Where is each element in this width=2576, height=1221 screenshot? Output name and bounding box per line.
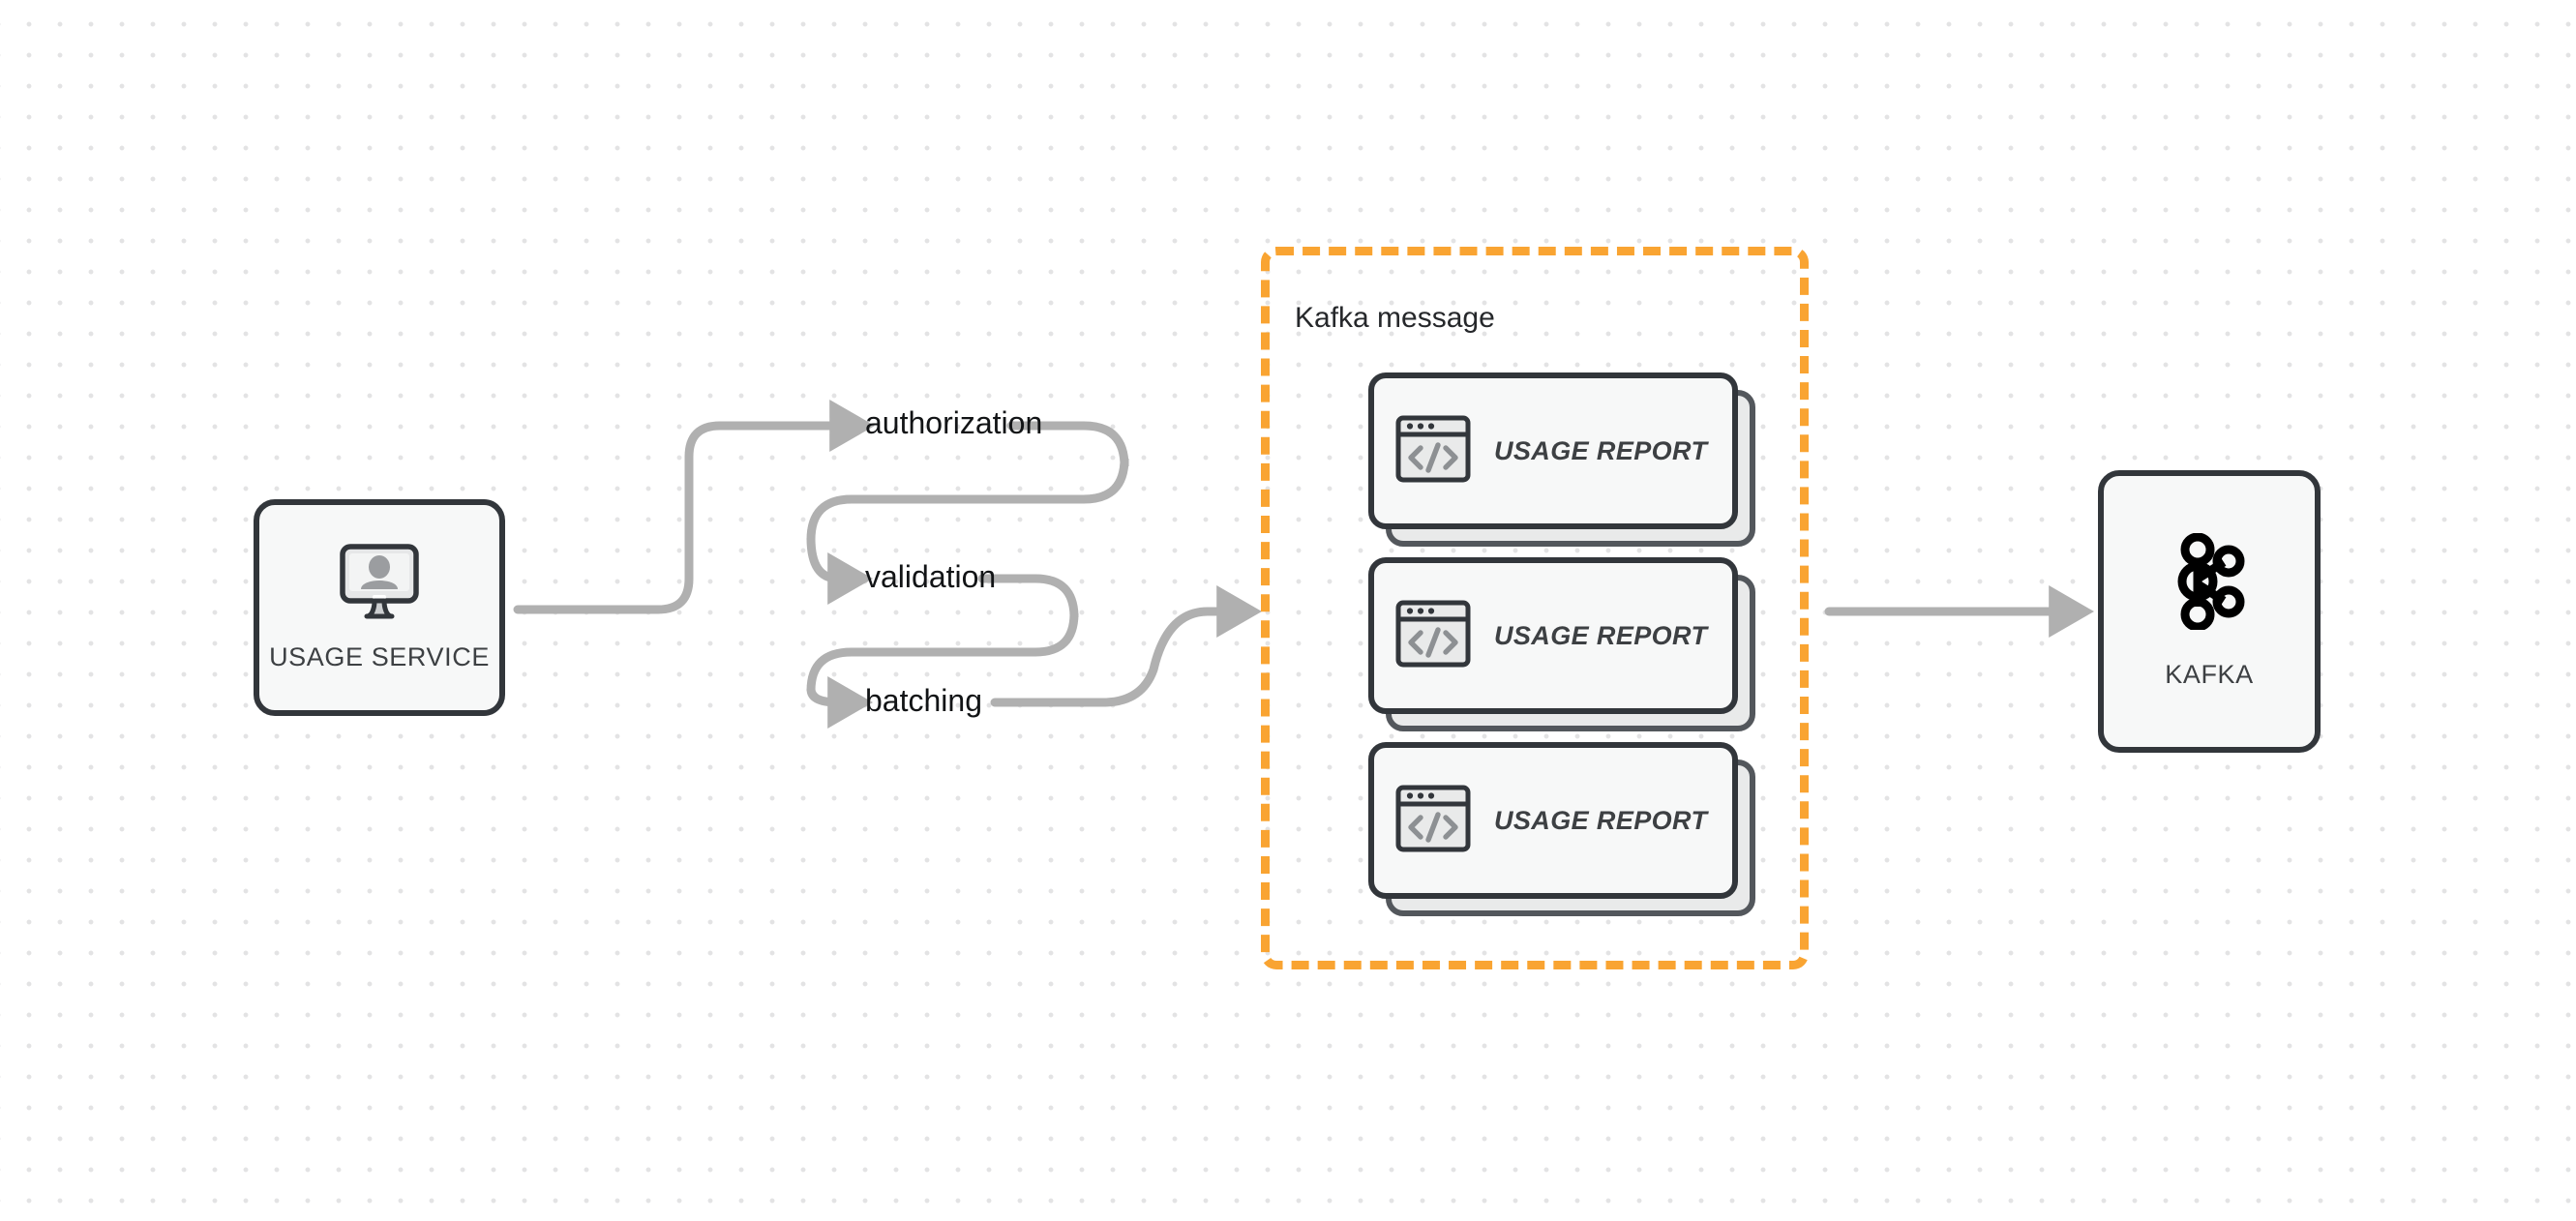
- monitor-user-icon: [338, 543, 421, 625]
- code-window-icon: [1395, 781, 1471, 861]
- usage-report-card[interactable]: USAGE REPORT: [1368, 372, 1755, 547]
- card-face[interactable]: USAGE REPORT: [1368, 557, 1738, 714]
- group-kafka-message[interactable]: Kafka message USAGE REP: [1261, 247, 1809, 969]
- connector-authorization-to-validation: [806, 421, 1129, 605]
- usage-report-card[interactable]: USAGE REPORT: [1368, 742, 1755, 916]
- card-label: USAGE REPORT: [1494, 620, 1708, 650]
- stage-label-batching[interactable]: batching: [865, 683, 982, 718]
- node-kafka[interactable]: KAFKA: [2098, 470, 2321, 753]
- stage-label-authorization[interactable]: authorization: [865, 405, 1043, 440]
- code-window-icon: [1395, 596, 1471, 676]
- card-face[interactable]: USAGE REPORT: [1368, 372, 1738, 529]
- node-usage-service[interactable]: USAGE SERVICE: [254, 499, 505, 716]
- node-label-kafka: KAFKA: [2165, 660, 2254, 689]
- group-title-kafka-message: Kafka message: [1295, 302, 1495, 334]
- card-face[interactable]: USAGE REPORT: [1368, 742, 1738, 899]
- usage-report-card[interactable]: USAGE REPORT: [1368, 557, 1755, 731]
- kafka-icon: [2168, 532, 2251, 635]
- code-window-icon: [1395, 411, 1471, 491]
- card-label: USAGE REPORT: [1494, 435, 1708, 465]
- node-label-usage-service: USAGE SERVICE: [269, 642, 490, 671]
- connector-batching-to-kafka-message: [990, 584, 1262, 707]
- stage-label-validation[interactable]: validation: [865, 559, 997, 594]
- connector-usage-to-authorization: [513, 399, 875, 614]
- card-label: USAGE REPORT: [1494, 805, 1708, 835]
